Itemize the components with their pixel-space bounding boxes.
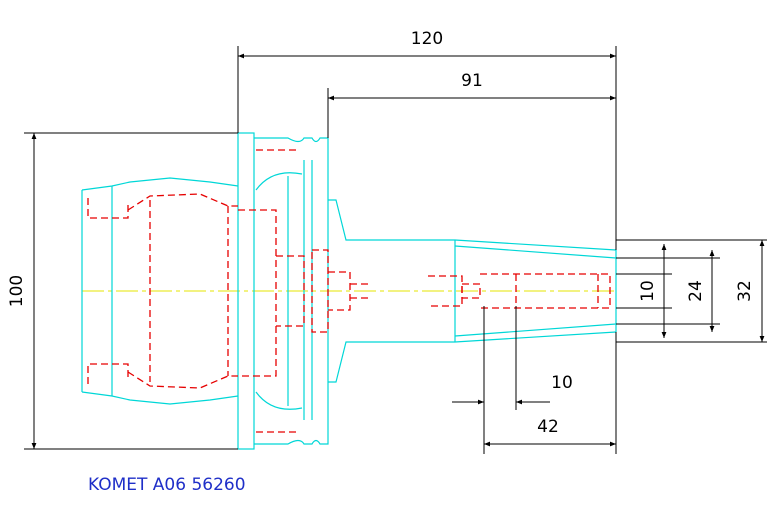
dim-10-horiz-label: 10: [551, 373, 573, 393]
tool-holder-outline: [81, 132, 617, 450]
drawing-caption: KOMET A06 56260: [88, 475, 246, 495]
hidden-lines: [87, 149, 611, 433]
dim-91-label: 91: [461, 71, 483, 91]
dim-24-label: 24: [686, 280, 706, 302]
dimension-lines: [24, 46, 767, 454]
dim-42-label: 42: [537, 417, 559, 437]
dim-120-label: 120: [411, 29, 443, 49]
dim-10-vert-label: 10: [638, 280, 658, 302]
dim-100-label: 100: [7, 275, 27, 307]
dim-32-label: 32: [735, 280, 755, 302]
